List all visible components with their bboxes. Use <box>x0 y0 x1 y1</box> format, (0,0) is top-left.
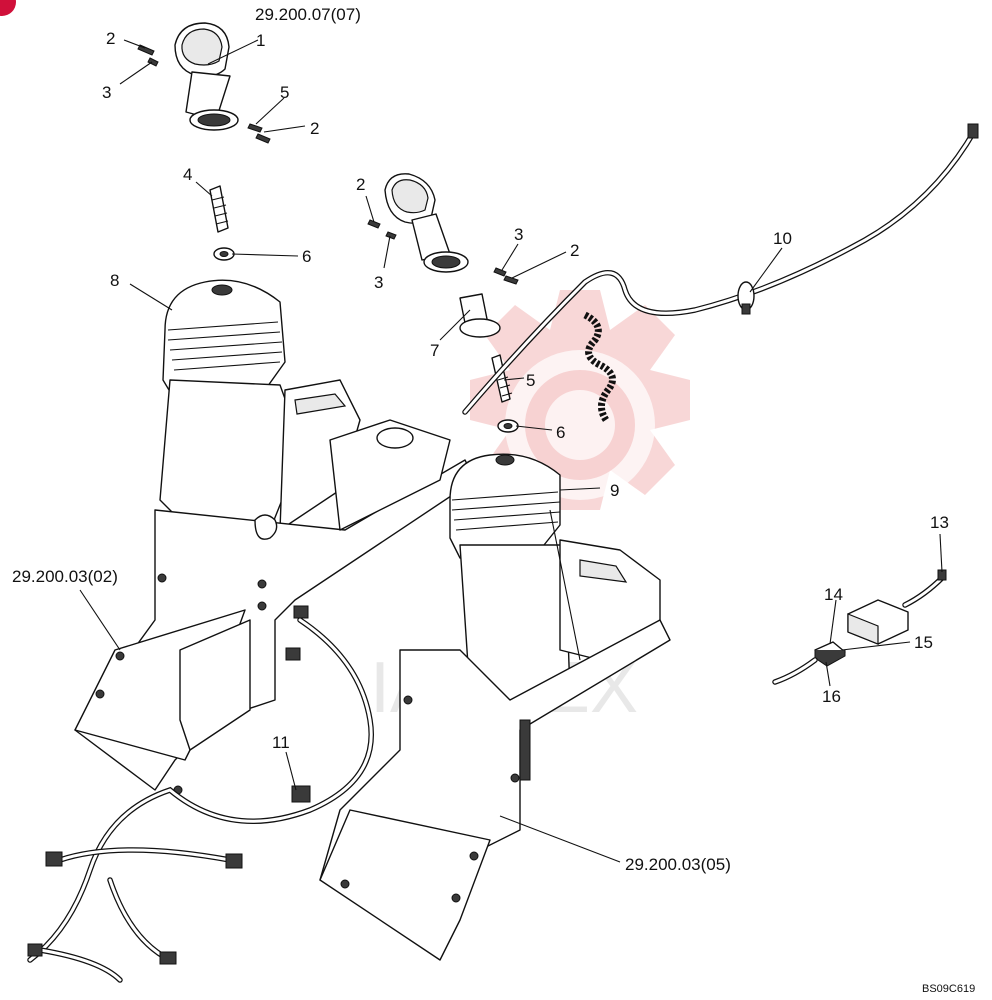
screw-icon <box>367 219 519 285</box>
callout-1: 1 <box>256 31 265 50</box>
joystick-grip-left <box>174 22 239 131</box>
callout-7: 7 <box>430 341 439 360</box>
callout-13: 13 <box>930 513 949 532</box>
figure-code: BS09C619 <box>922 983 975 995</box>
callout-16: 16 <box>822 687 841 706</box>
corner-badge-icon <box>0 0 16 16</box>
callout-9: 9 <box>610 481 619 500</box>
cable-harness <box>462 123 979 415</box>
boot-icon <box>459 293 519 433</box>
callout-4: 4 <box>183 165 192 184</box>
callout-2: 2 <box>106 29 115 48</box>
callout-5: 5 <box>280 83 289 102</box>
callout-10: 10 <box>773 229 792 248</box>
right-console <box>319 453 671 961</box>
ref-label-top: 29.200.07(07) <box>255 5 361 24</box>
callout-2: 2 <box>356 175 365 194</box>
ref-label-bottom: 29.200.03(05) <box>625 855 731 874</box>
callout-14: 14 <box>824 585 843 604</box>
screw-icon <box>137 44 271 144</box>
callout-labels: 29.200.07(07) 29.200.03(02) 29.200.03(05… <box>12 5 975 995</box>
wire-harness <box>27 605 374 983</box>
coiled-cable-icon <box>583 311 616 422</box>
ref-label-left: 29.200.03(02) <box>12 567 118 586</box>
joystick-grip-right <box>384 173 469 273</box>
callout-15: 15 <box>914 633 933 652</box>
callout-3: 3 <box>102 83 111 102</box>
sensor-assembly <box>772 569 947 685</box>
callout-2: 2 <box>570 241 579 260</box>
stem-icon <box>209 185 235 261</box>
callout-3: 3 <box>514 225 523 244</box>
callout-11: 11 <box>272 733 290 752</box>
leader-lines <box>79 39 943 863</box>
callout-2: 2 <box>310 119 319 138</box>
callout-8: 8 <box>110 271 119 290</box>
callout-6: 6 <box>556 423 565 442</box>
left-console <box>74 279 476 795</box>
callout-6: 6 <box>302 247 311 266</box>
callout-5: 5 <box>526 371 535 390</box>
callout-3: 3 <box>374 273 383 292</box>
